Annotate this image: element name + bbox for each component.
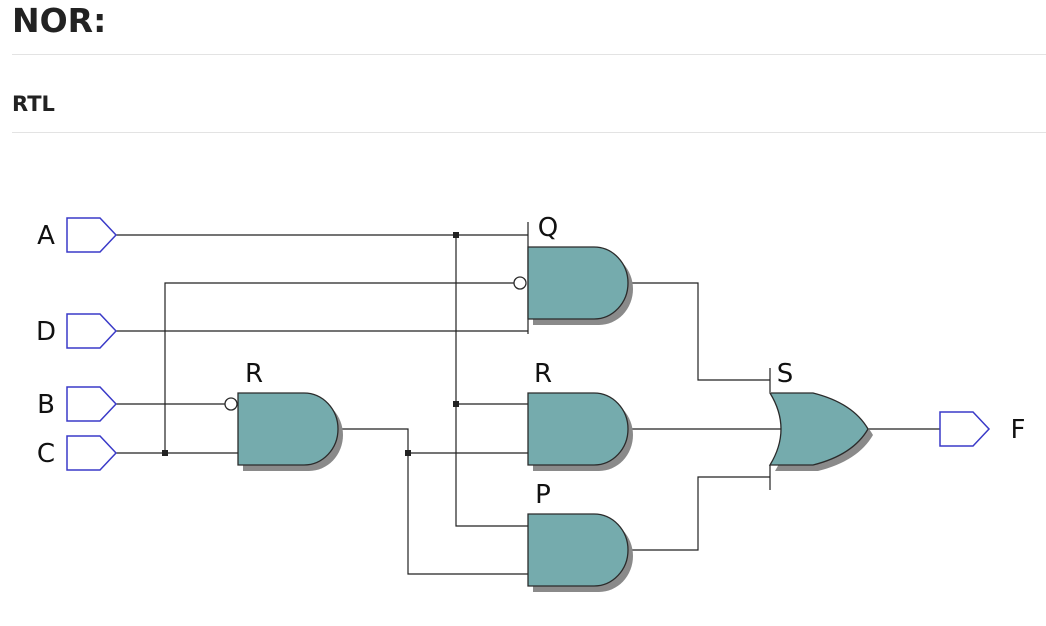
junction-dot [453, 401, 459, 407]
wire-rsmall-out [340, 428, 528, 575]
junction-dot [162, 450, 168, 456]
gate-body [527, 246, 629, 320]
or-gate-s: S [768, 359, 873, 471]
and-gate-r-small: R [224, 359, 343, 471]
gate-body [237, 392, 339, 466]
wire-a-tap [455, 235, 528, 527]
input-label-b: B [37, 390, 55, 420]
input-port-c: C [37, 435, 118, 471]
section-divider [12, 132, 1046, 133]
input-label-c: C [37, 439, 55, 469]
input-port-b: B [37, 386, 118, 422]
page-title: NOR: [12, 1, 107, 40]
gate-label-s: S [777, 359, 794, 389]
inverter-bubble [224, 397, 238, 411]
input-port-a: A [37, 217, 118, 253]
inverter-bubble [513, 276, 527, 290]
port-shape [66, 313, 118, 349]
junction-dot [405, 450, 411, 456]
gate-label-r-small: R [245, 359, 263, 389]
wire-p-out [630, 476, 770, 551]
gate-body [527, 513, 629, 587]
port-shape [66, 435, 118, 471]
input-port-d: D [36, 313, 118, 349]
heading-divider [12, 54, 1046, 55]
input-label-d: D [36, 317, 56, 347]
wire-c-to-q [164, 282, 514, 453]
port-shape [66, 217, 118, 253]
input-label-a: A [37, 221, 55, 251]
and-gate-q: Q [513, 213, 633, 325]
gate-label-r: R [534, 359, 552, 389]
and-gate-r: R [527, 359, 633, 471]
wires [116, 222, 940, 575]
gate-label-p: P [535, 480, 551, 510]
and-gate-p: P [527, 480, 633, 592]
port-shape [66, 386, 118, 422]
section-title: RTL [12, 92, 55, 116]
port-shape [939, 411, 991, 447]
junction-dot [453, 232, 459, 238]
gate-body [527, 392, 629, 466]
wire-q-out [630, 282, 770, 381]
gate-body [768, 392, 869, 466]
output-label-f: F [1011, 415, 1026, 445]
output-port-f: F [939, 411, 1026, 447]
gate-label-q: Q [538, 213, 558, 243]
